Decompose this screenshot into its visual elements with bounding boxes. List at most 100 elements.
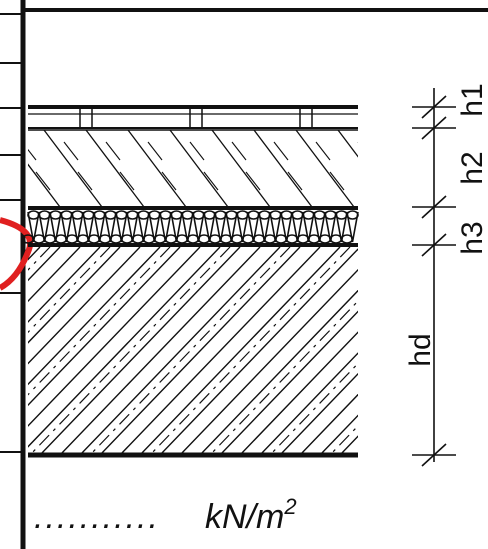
hatch-stroke [329,171,345,191]
insulation-loop [274,234,288,244]
insulation-loop [285,234,299,244]
insulation-loop [153,234,167,244]
hatch-stroke [28,247,101,323]
insulation-loop [60,210,73,220]
hatch-stroke [150,247,351,454]
hatch-stroke [0,172,8,190]
hatch-stroke [59,247,261,454]
hatch-stroke [337,130,358,158]
hatch-stroke [127,130,187,207]
insulation-zigzag [27,211,359,243]
hatch-stroke [30,247,231,454]
hatch-stroke [211,130,271,207]
hatch-stroke [295,130,355,207]
insulation-loop [98,234,112,244]
insulation-loop [340,234,354,244]
insulation-loop [192,210,205,220]
hatch-stroke [315,141,331,161]
hatch-stroke [28,247,161,386]
insulation-loop [241,234,255,244]
unit-base: kN/m [205,498,284,536]
hatch-stroke [28,247,41,261]
insulation-loop [131,234,145,244]
insulation-loop [252,234,266,244]
insulation-loop [329,234,343,244]
hatch-stroke [231,141,247,161]
hatch-stroke [35,171,51,191]
hatch-stroke [139,247,341,454]
insulation-loop [142,234,156,244]
hatch-stroke [210,300,358,454]
hatch-stroke [203,171,219,191]
insulation-loop [49,210,62,220]
insulation-loop [159,210,172,220]
insulation-loop [225,210,238,220]
hatch-stroke [79,247,281,454]
insulation-loop [126,210,139,220]
insulation-loop [335,210,348,220]
hatch-stroke [119,171,135,191]
hatch-stroke [372,172,386,190]
hatch-stroke [43,130,103,207]
insulation-loop [302,210,315,220]
insulation-loop [203,210,216,220]
hatch-stroke [259,352,358,454]
layer-hd-slab [28,247,358,458]
dimension-label-h3: h3 [456,221,488,254]
hatch-stroke [414,172,428,190]
insulation-loop [38,210,51,220]
hatch-stroke [279,372,358,454]
insulation-loop [109,234,123,244]
hatch-stroke [299,393,358,454]
hatch-stroke [189,141,205,161]
hatch-stroke [147,141,163,161]
insulation-loop [104,210,117,220]
hatch-stroke [28,148,37,161]
hatch-stroke [28,247,141,365]
unit-leader-dots: ........... [34,498,160,536]
insulation-loop [307,234,321,244]
insulation-loop [76,234,90,244]
insulation-loop [186,234,200,244]
hatch-stroke [179,268,358,454]
insulation-loop [93,210,106,220]
insulation-loop [318,234,332,244]
insulation-loop [181,210,194,220]
hatch-stroke [28,247,201,427]
hatch-stroke [380,130,438,207]
insulation-loop [54,234,68,244]
insulation-loop [120,234,134,244]
insulation-loop [71,210,84,220]
hatch-stroke [245,171,261,191]
insulation-loop [219,234,233,244]
hatch-stroke [357,142,358,143]
insulation-loop [82,210,95,220]
insulation-loop [296,234,310,244]
hatch-stroke [400,142,414,160]
hatch-stroke [105,141,121,161]
insulation-loop [115,210,128,220]
hatch-stroke [77,171,93,191]
hatch-stroke [85,130,145,207]
hatch-stroke [161,171,177,191]
dimension-label-hd: hd [404,333,437,366]
hatch-stroke [319,414,358,454]
hatch-stroke [28,247,121,344]
insulation-loop [236,210,249,220]
insulation-loop [258,210,271,220]
hatch-stroke [253,130,313,207]
hatch-stroke [0,130,18,207]
hatch-stroke [63,141,79,161]
insulation-loop [263,234,277,244]
unit-exponent: 2 [283,494,296,519]
dimension-line [412,88,456,467]
insulation-loop [313,210,326,220]
unit-label: kN/m2 [205,494,297,536]
insulation-loop [346,210,359,220]
insulation-loop [43,234,57,244]
insulation-loop [32,234,46,244]
hatch-stroke [239,331,358,454]
hatch-stroke [287,171,303,191]
